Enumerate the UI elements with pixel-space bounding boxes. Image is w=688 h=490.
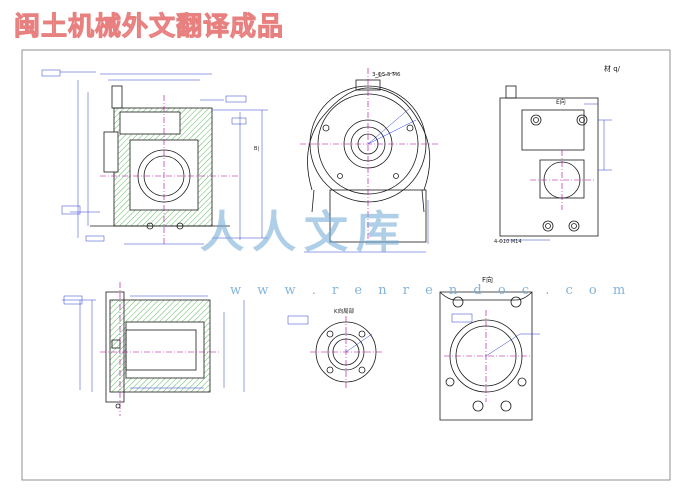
bottom-section-view — [62, 282, 245, 416]
k-view: K向局部 — [287, 307, 382, 388]
section-mark-label: B| — [254, 146, 259, 152]
view-f-label: F向 — [482, 275, 493, 284]
front-circular-view: 3-Φ5.5 M6 — [300, 68, 440, 253]
drawing-frame — [21, 49, 671, 481]
side-view-e: E向 4-Φ10 M14 — [494, 85, 612, 245]
view-e-label: E向 — [556, 98, 566, 106]
watermark-site: w w w . r e n r e n d o c . c o m — [230, 283, 632, 298]
holes-note-top: 3-Φ5.5 M6 — [372, 72, 401, 78]
view-k-label: K向局部 — [334, 307, 355, 315]
f-view: F向 — [439, 275, 540, 421]
banner-title: 闽土机械外文翻译成品 — [13, 12, 285, 43]
main-section-view: B| — [41, 69, 268, 245]
holes-note-bottom: 4-Φ10 M14 — [494, 239, 522, 245]
top-right-label: 材 q/ — [604, 65, 621, 73]
watermark-brand: 人人文库 — [200, 207, 408, 258]
